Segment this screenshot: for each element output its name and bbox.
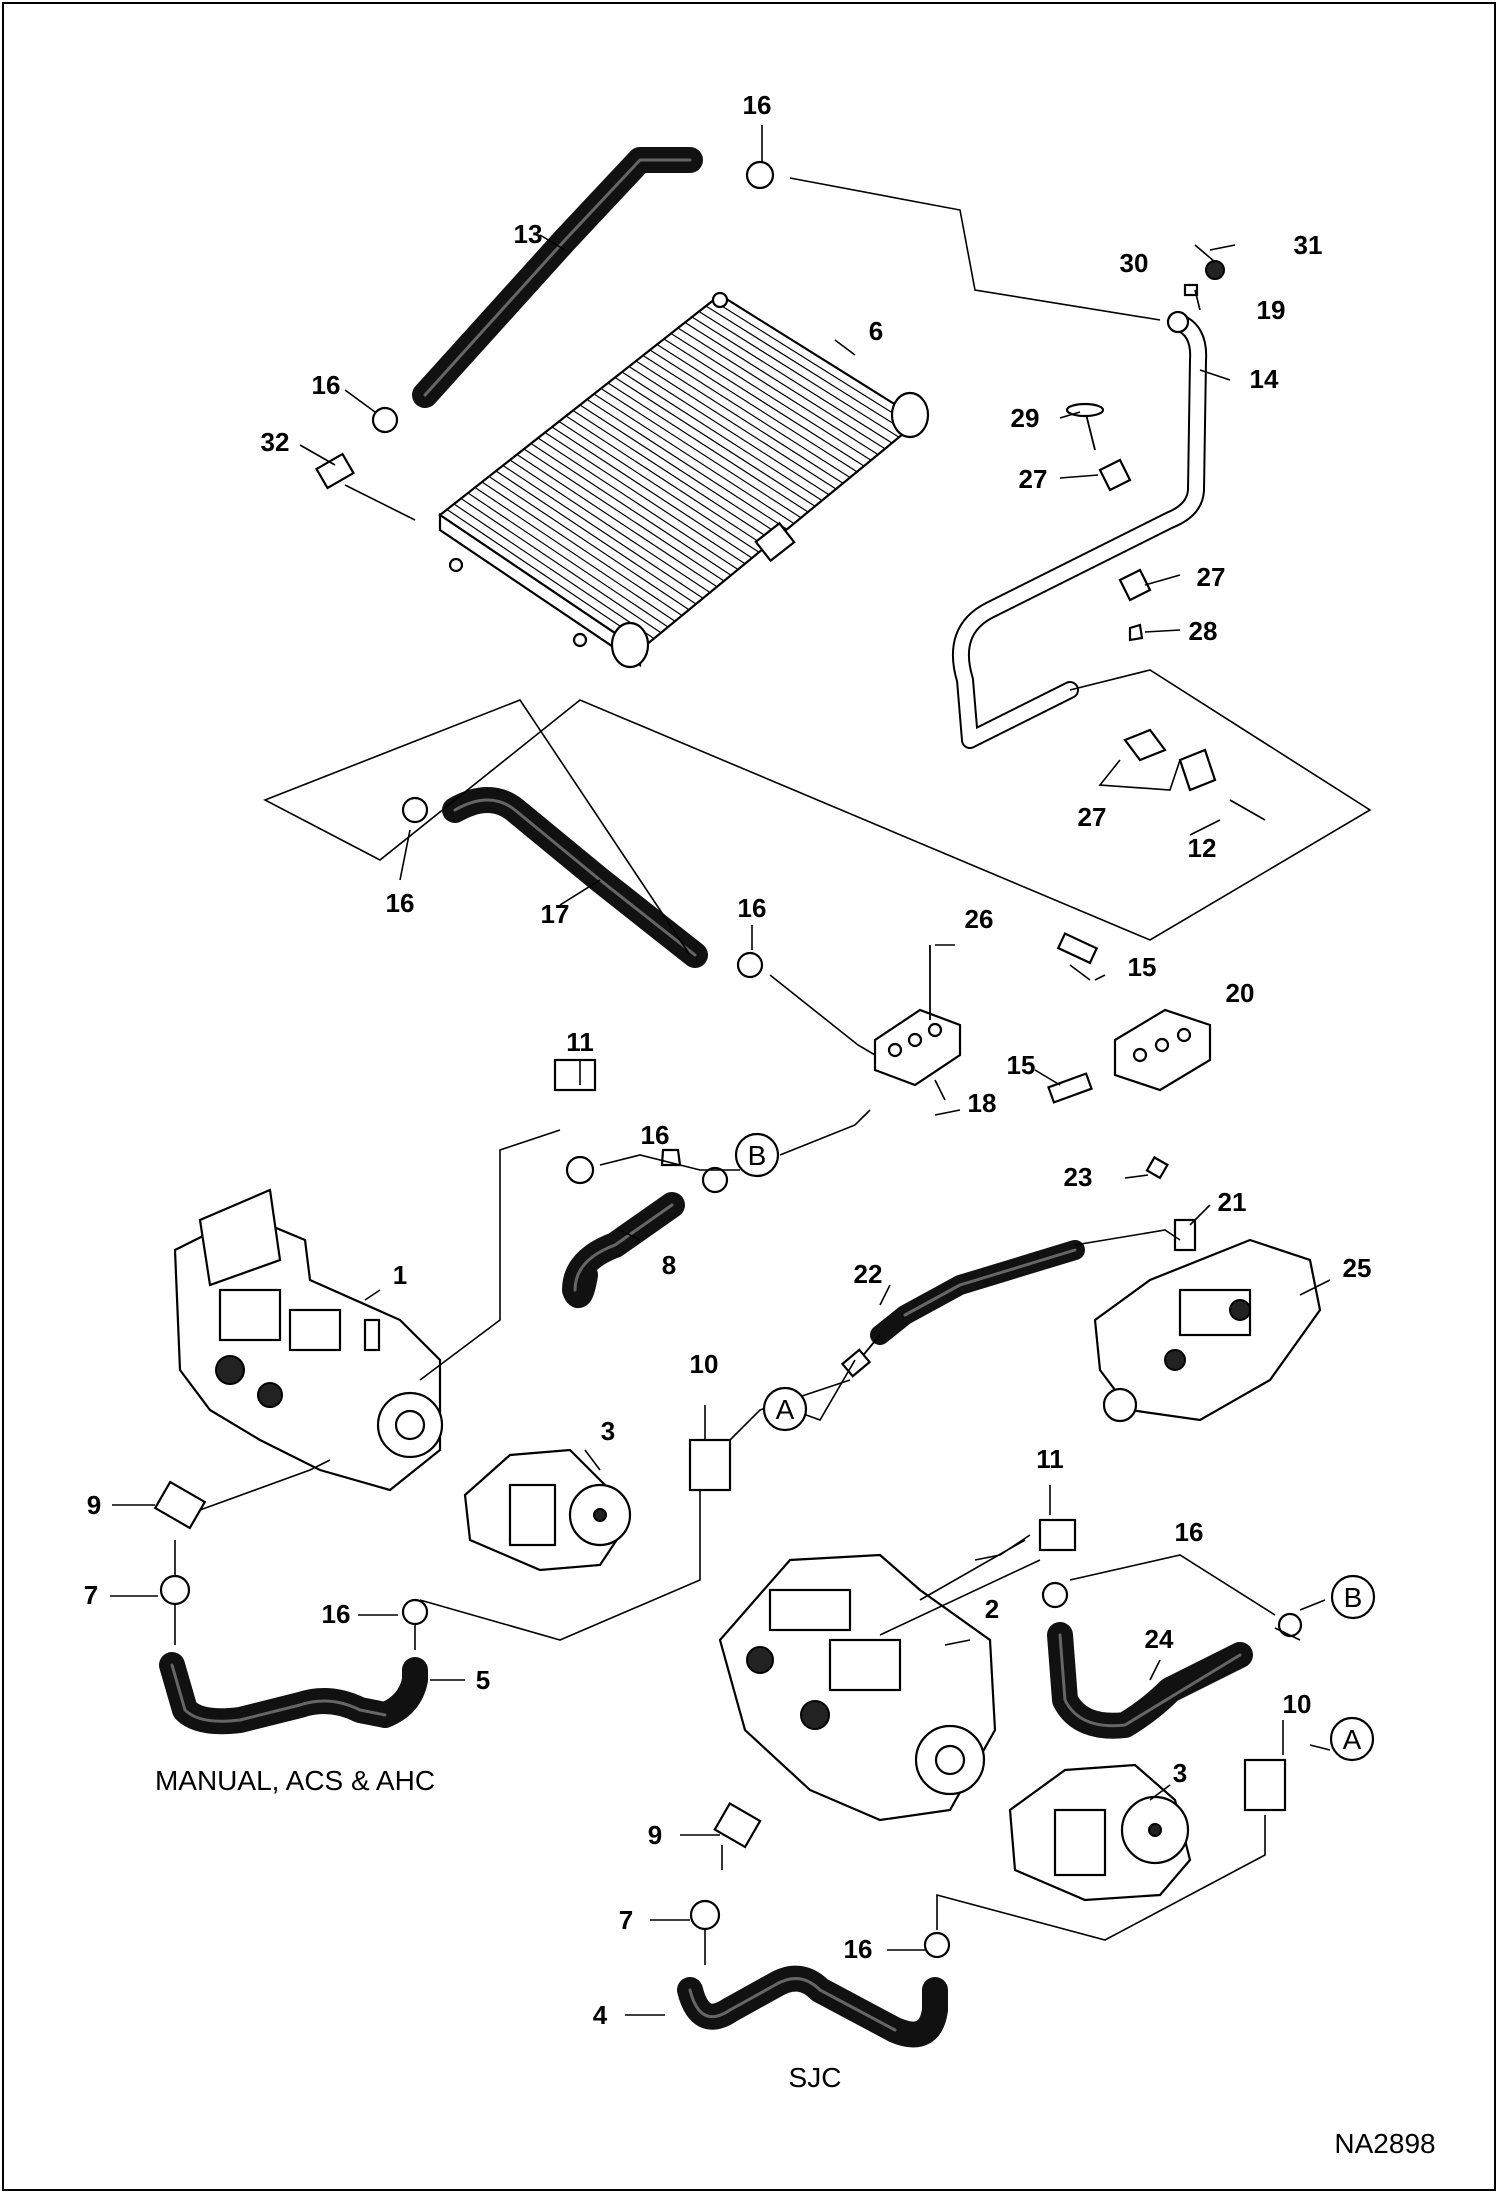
callout-16: 16 [386, 888, 415, 918]
callout-2: 2 [985, 1594, 999, 1624]
manifold-block-part-18 [660, 945, 962, 1167]
ref-letter: A [1343, 1724, 1362, 1755]
ref-circle-a-lower: A [1329, 1716, 1375, 1762]
manifold-block-part-20 [1047, 932, 1212, 1104]
callout-13: 13 [514, 219, 543, 249]
pump-part-1 [173, 1188, 444, 1492]
fittings [153, 160, 1303, 1959]
callout-16: 16 [743, 90, 772, 120]
hose-part-13 [412, 147, 703, 408]
hose-part-17 [442, 787, 708, 968]
callout-5: 5 [476, 1665, 490, 1695]
hose-part-5 [159, 1652, 428, 1735]
callout-27: 27 [1197, 562, 1226, 592]
callout-30: 30 [1120, 248, 1149, 278]
callout-31: 31 [1294, 230, 1323, 260]
callout-18: 18 [968, 1088, 997, 1118]
valve-part-25 [1093, 1238, 1322, 1423]
callout-15: 15 [1128, 952, 1157, 982]
callout-3: 3 [601, 1416, 615, 1446]
callout-9: 9 [648, 1820, 662, 1850]
hose-part-4 [677, 1965, 948, 2048]
callout-19: 19 [1257, 295, 1286, 325]
callout-17: 17 [541, 899, 570, 929]
callout-27: 27 [1078, 802, 1107, 832]
callout-28: 28 [1189, 616, 1218, 646]
callout-20: 20 [1226, 978, 1255, 1008]
callout-9: 9 [87, 1490, 101, 1520]
drawing-number: NA2898 [1334, 2128, 1435, 2159]
callout-7: 7 [619, 1905, 633, 1935]
pump-part-2 [718, 1553, 997, 1822]
callout-16: 16 [1175, 1517, 1204, 1547]
callout-32: 32 [261, 427, 290, 457]
callout-15: 15 [1007, 1050, 1036, 1080]
ref-letter: B [748, 1140, 767, 1171]
ref-circle-a-upper: A [762, 1386, 808, 1432]
callout-22: 22 [854, 1259, 883, 1289]
hose-part-24 [1047, 1622, 1253, 1739]
callout-16: 16 [312, 370, 341, 400]
ref-letter: A [776, 1394, 795, 1425]
callout-29: 29 [1011, 403, 1040, 433]
callout-27: 27 [1019, 464, 1048, 494]
callout-3: 3 [1173, 1758, 1187, 1788]
callout-16: 16 [322, 1599, 351, 1629]
gear-pump-part-3-upper [463, 1448, 632, 1572]
callout-4: 4 [593, 2000, 608, 2030]
callout-24: 24 [1145, 1624, 1174, 1654]
callout-1: 1 [393, 1260, 407, 1290]
callout-26: 26 [965, 904, 994, 934]
callout-7: 7 [84, 1580, 98, 1610]
callout-16: 16 [738, 893, 767, 923]
leader-lines [110, 125, 1372, 2016]
tube-part-14 [951, 313, 1208, 749]
caption-manual-acs-ahc: MANUAL, ACS & AHC [155, 1765, 435, 1796]
callout-12: 12 [1188, 833, 1217, 863]
hose-part-8 [562, 1192, 685, 1308]
callout-16: 16 [844, 1934, 873, 1964]
callout-25: 25 [1343, 1253, 1372, 1283]
callout-21: 21 [1218, 1187, 1247, 1217]
oil-cooler-part-6 [438, 291, 930, 669]
ref-circle-b-lower: B [1330, 1574, 1376, 1620]
callout-11: 11 [1036, 1444, 1064, 1474]
callout-16: 16 [641, 1120, 670, 1150]
callout-6: 6 [869, 316, 883, 346]
ref-letter: B [1344, 1582, 1363, 1613]
callout-14: 14 [1250, 364, 1279, 394]
callout-23: 23 [1064, 1162, 1093, 1192]
ref-circle-b-upper: B [734, 1132, 780, 1178]
caption-sjc: SJC [789, 2062, 842, 2093]
gear-pump-part-3-lower [1008, 1763, 1192, 1902]
callout-10: 10 [1283, 1689, 1312, 1719]
callout-8: 8 [662, 1250, 676, 1280]
callout-numbers: 16 13 6 30 31 19 14 16 32 29 27 27 28 27… [84, 90, 1372, 2030]
callout-10: 10 [690, 1349, 719, 1379]
callout-11: 11 [566, 1027, 594, 1057]
